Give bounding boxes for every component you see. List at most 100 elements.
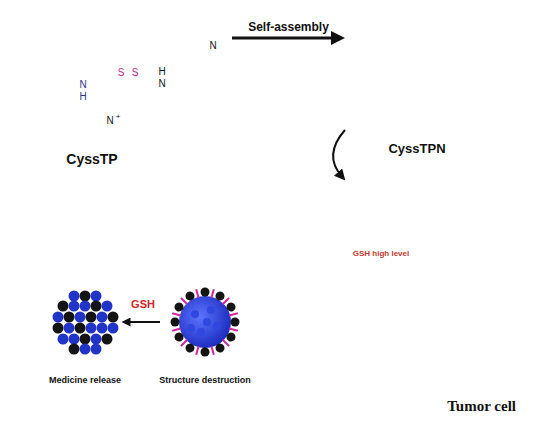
destruction-sphere-part-part [171,318,180,327]
destruction-sphere-part-part [196,346,198,355]
released-cluster [53,291,119,355]
triptolide-structure-part [70,58,71,66]
mitochondrion-part [438,342,458,349]
destruction-sphere-part-part [173,301,185,313]
triptolide-structure-part [76,8,94,28]
callout-circle-part [287,281,309,303]
released-cluster-part [75,323,86,334]
released-cluster-part [58,334,69,345]
triptolide-structure-part [51,55,52,63]
atom-label: N [105,116,114,126]
destruction-sphere-part [197,328,205,336]
entering-particles-part [299,187,310,198]
text-slot: Medicine release [49,369,121,387]
small-nanoparticle-part [280,95,320,135]
caption-text: Medicine release [49,375,121,385]
destruction-sphere-part-part [225,331,237,343]
triptolide-structure-part [37,61,77,75]
callout-ellipse-outline [2,245,294,417]
endoplasmic-reticulum-part [488,216,499,274]
small-nanoparticle [280,95,320,135]
destruction-sphere-part-part [173,331,185,343]
destruction-sphere-part-part [201,288,210,297]
released-drug [354,260,404,302]
atom-label: N [157,79,166,89]
label-slot: + [116,105,121,123]
atom-label: + [116,113,121,121]
released-cluster-part [69,344,80,355]
destruction-sphere-part-part [223,298,229,304]
cyanine-structure-part [118,85,124,93]
cyanine-structure [80,5,228,136]
label-slot: GSH high level [353,242,409,260]
destruction-sphere [171,288,240,357]
nanoparticle-name: CyssTPN [388,142,445,157]
nanoparticle: CyssTPN [345,0,475,160]
released-cluster-part [69,291,80,302]
mitochondrion [431,334,466,359]
molecule: CyssTP [0,0,232,172]
cyanine-structure-part [112,121,136,136]
triptolide-structure-part [17,39,43,62]
triptolide-structure-part [10,61,24,70]
label-slot: S [117,62,126,80]
destruction-sphere-part-part [181,298,187,304]
endoplasmic-reticulum-part [480,222,489,264]
destruction-sphere-part-part [172,328,181,330]
destruction-sphere-part [171,288,240,357]
released-drug-part [382,298,386,302]
released-drug-part [366,294,370,298]
tumor-cell-outline [105,182,522,402]
text-slot: CyssTP [66,150,117,168]
mitochondrion-part [375,340,415,371]
small-nanoparticle-part [280,95,320,135]
nanoparticle-sphere-part [348,4,472,128]
atom-label: N [208,41,217,51]
cyanine-structure-part [188,27,198,31]
released-cluster-part [108,323,119,334]
callout-circle-part [293,303,294,317]
released-drug-part [394,288,398,292]
destruction-sphere-part-part [223,340,229,346]
nucleus-part [415,231,475,285]
edge-label: Self-assembly [248,21,329,35]
endosome-part [323,254,347,278]
destruction-sphere-part-part [184,290,196,302]
destruction-sphere-part-part [231,318,240,327]
atom-label: S [131,68,140,78]
flow-arrow [232,37,338,40]
cyanine-structure-part [216,29,218,35]
callout-circle [237,263,309,317]
released-cluster-part [86,323,97,334]
endoplasmic-reticulum-part [496,212,508,286]
destruction-sphere-part-part [229,328,238,330]
destruction-sphere-part-part [196,289,198,298]
molecule-name: CyssTP [66,151,117,167]
released-drug-part [370,270,374,274]
nanoparticle-sphere-part-part [376,21,463,111]
cyanine-structure-part [116,104,126,110]
molecule-icon-part [79,139,103,142]
callout-circle-part [237,263,289,286]
released-cluster-part [53,323,64,334]
cyanine-structure-part [118,90,129,93]
molecule-icon [69,135,114,146]
nanoparticle-sphere-part [348,4,472,128]
nucleus-part [428,244,452,266]
label-slot: N [78,74,87,92]
released-cluster-part [86,312,97,323]
destruction-sphere-part-part [214,342,226,354]
released-drug-part [378,286,382,290]
cyanine-structure-part [167,78,182,82]
note-label: GSH high level [353,250,409,258]
entering-particles-part [279,177,290,188]
triptolide-structure-part [67,57,68,65]
released-cluster-part [97,323,108,334]
cyanine-structure-part [141,70,154,76]
released-cluster-part [91,301,102,312]
cyanine-structure-part [126,66,130,67]
